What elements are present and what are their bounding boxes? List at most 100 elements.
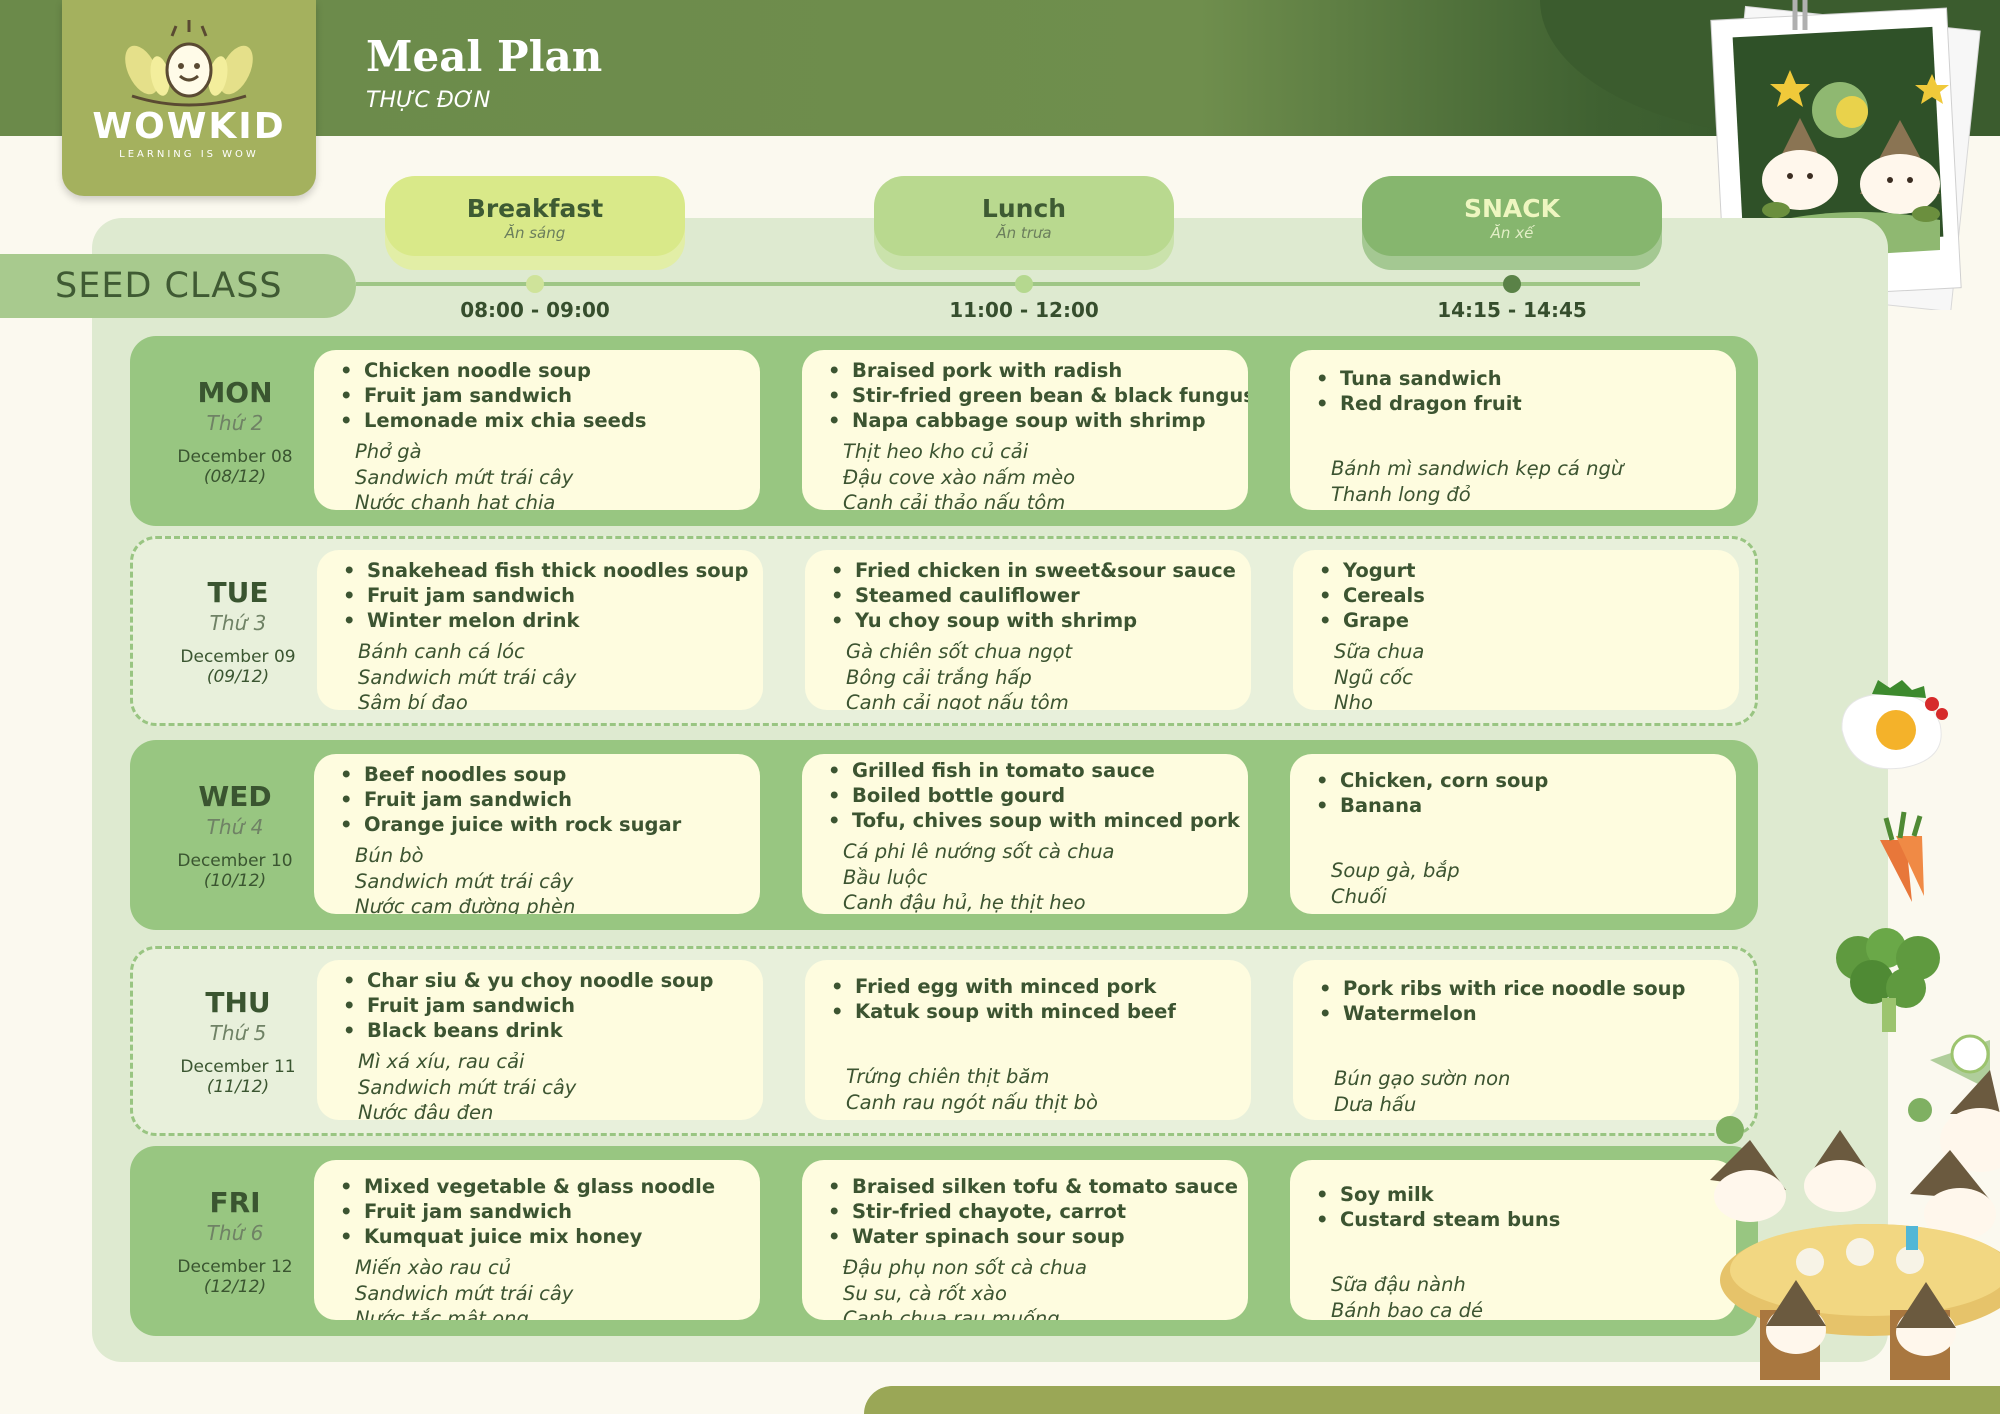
dish-vi: Nước cam đường phèn (355, 895, 576, 914)
dish-en: Kumquat juice mix honey (334, 1224, 744, 1249)
dish-en: Fruit jam sandwich (337, 993, 747, 1018)
day-label: FRI Thứ 6 December 12 (12/12) (142, 1146, 328, 1336)
day-row-thu: THU Thứ 5 December 11 (11/12) Char siu &… (130, 946, 1758, 1136)
timeline-dot (1503, 275, 1521, 293)
dish-en: Grape (1313, 608, 1723, 633)
dish-en: Napa cabbage soup with shrimp (822, 408, 1232, 433)
dish-en: Char siu & yu choy noodle soup (337, 968, 747, 993)
snack-cell: Pork ribs with rice noodle soup Watermel… (1293, 960, 1739, 1120)
dish-en: Chicken noodle soup (334, 358, 744, 383)
meal-time-snack: 14:15 - 14:45 (1437, 298, 1587, 322)
dish-en: Cereals (1313, 583, 1723, 608)
dish-vi: Đậu cove xào nấm mèo (843, 465, 1076, 489)
meal-title: Breakfast (466, 194, 604, 223)
snack-cell: Chicken, corn soup Banana Soup gà, bắp C… (1290, 754, 1736, 914)
dish-en: Chicken, corn soup (1310, 768, 1720, 793)
dish-en: Braised silken tofu & tomato sauce (822, 1174, 1238, 1199)
dish-en: Water spinach sour soup (822, 1224, 1232, 1249)
lunch-cell: Fried chicken in sweet&sour sauce Steame… (805, 550, 1251, 710)
dish-vi: Thịt heo kho củ cải (843, 440, 1029, 463)
dish-en: Winter melon drink (337, 608, 747, 633)
dish-vi: Dưa hấu (1334, 1092, 1417, 1116)
lunch-cell: Grilled fish in tomato sauce Boiled bott… (802, 754, 1248, 914)
lunch-cell: Braised silken tofu & tomato sauce Stir-… (802, 1160, 1248, 1320)
dish-en: Boiled bottle gourd (822, 783, 1232, 808)
dish-en: Fruit jam sandwich (334, 787, 744, 812)
dish-vi: Sữa đậu nành (1331, 1273, 1466, 1296)
dish-en: Tofu, chives soup with minced pork (822, 808, 1240, 833)
breakfast-cell: Beef noodles soup Fruit jam sandwich Ora… (314, 754, 760, 914)
day-row-wed: WED Thứ 4 December 10 (10/12) Beef noodl… (130, 740, 1758, 930)
dish-vi: Sâm bí đao (358, 691, 468, 710)
logo-tagline: LEARNING IS WOW (119, 149, 259, 160)
dish-vi: Nước đậu đen (358, 1101, 494, 1120)
breakfast-cell: Chicken noodle soup Fruit jam sandwich L… (314, 350, 760, 510)
day-label: WED Thứ 4 December 10 (10/12) (142, 740, 328, 930)
dish-en: Stir-fried green bean & black fungus (822, 383, 1248, 408)
dish-vi: Gà chiên sốt chua ngọt (846, 640, 1073, 663)
class-label: SEED CLASS (0, 254, 356, 318)
dish-vi: Sandwich mứt trái cây (358, 665, 577, 689)
dish-en: Tuna sandwich (1310, 366, 1720, 391)
dish-en: Steamed cauliflower (825, 583, 1235, 608)
timeline-dot (526, 275, 544, 293)
fried-egg-icon (1841, 680, 1948, 770)
day-label: THU Thứ 5 December 11 (11/12) (145, 949, 331, 1133)
dish-vi: Nước tắc mật ong (355, 1307, 529, 1320)
day-name: WED (198, 779, 272, 813)
meal-header-lunch: Lunch Ăn trưa (874, 176, 1174, 270)
day-label: TUE Thứ 3 December 09 (09/12) (145, 539, 331, 723)
dish-vi: Cá phi lê nướng sốt cà chua (843, 840, 1115, 863)
day-date: December 08 (177, 446, 293, 467)
dish-vi: Bông cải trắng hấp (846, 665, 1032, 689)
day-name-vi: Thứ 2 (206, 410, 264, 435)
day-date-short: (09/12) (206, 666, 270, 687)
dish-vi: Trứng chiên thịt băm (846, 1065, 1050, 1088)
day-label: MON Thứ 2 December 08 (08/12) (142, 336, 328, 526)
timeline-dot (1015, 275, 1033, 293)
dish-vi: Nho (1334, 691, 1373, 710)
day-date-short: (10/12) (203, 870, 267, 891)
lunch-cell: Fried egg with minced pork Katuk soup wi… (805, 960, 1251, 1120)
dish-vi: Mì xá xíu, rau cải (358, 1050, 525, 1073)
day-date-short: (12/12) (203, 1276, 267, 1297)
lunch-cell: Braised pork with radish Stir-fried gree… (802, 350, 1248, 510)
meal-subtitle: Ăn trưa (996, 224, 1052, 242)
dish-en: Banana (1310, 793, 1720, 818)
day-name-vi: Thứ 4 (206, 814, 264, 839)
dish-en: Fruit jam sandwich (334, 383, 744, 408)
meal-title: Lunch (981, 194, 1067, 223)
dish-vi: Bánh mì sandwich kẹp cá ngừ (1331, 457, 1624, 480)
meal-subtitle: Ăn xế (1490, 224, 1534, 242)
dish-en: Braised pork with radish (822, 358, 1232, 383)
dish-en: Custard steam buns (1310, 1207, 1720, 1232)
dish-vi: Canh chua rau muống (843, 1307, 1060, 1320)
dish-en: Pork ribs with rice noodle soup (1313, 976, 1723, 1001)
day-date: December 09 (180, 646, 296, 667)
bottom-band (864, 1386, 2000, 1414)
day-row-tue: TUE Thứ 3 December 09 (09/12) Snakehead … (130, 536, 1758, 726)
dish-vi: Sữa chua (1334, 640, 1425, 663)
day-date-short: (11/12) (206, 1076, 270, 1097)
dish-en: Watermelon (1313, 1001, 1723, 1026)
wowkid-logo-icon (125, 20, 253, 107)
page-title: Meal Plan (366, 32, 603, 81)
meal-title: SNACK (1464, 194, 1560, 223)
dish-vi: Nước chanh hạt chia (355, 491, 556, 510)
dish-en: Mixed vegetable & glass noodle (334, 1174, 744, 1199)
dish-vi: Sandwich mứt trái cây (358, 1075, 577, 1099)
breakfast-cell: Mixed vegetable & glass noodle Fruit jam… (314, 1160, 760, 1320)
meal-subtitle: Ăn sáng (504, 224, 566, 242)
logo: WOWKID LEARNING IS WOW (62, 0, 316, 196)
day-name: MON (197, 375, 273, 409)
dish-vi: Chuối (1331, 884, 1387, 908)
day-row-mon: MON Thứ 2 December 08 (08/12) Chicken no… (130, 336, 1758, 526)
dish-en: Fried chicken in sweet&sour sauce (825, 558, 1236, 583)
day-date: December 12 (177, 1256, 293, 1277)
dish-vi: Soup gà, bắp (1331, 859, 1460, 882)
logo-text: WOWKID (92, 106, 286, 147)
snack-cell: Tuna sandwich Red dragon fruit Bánh mì s… (1290, 350, 1736, 510)
meal-header-snack: SNACK Ăn xế (1362, 176, 1662, 270)
day-name-vi: Thứ 3 (209, 610, 267, 635)
dish-en: Lemonade mix chia seeds (334, 408, 744, 433)
